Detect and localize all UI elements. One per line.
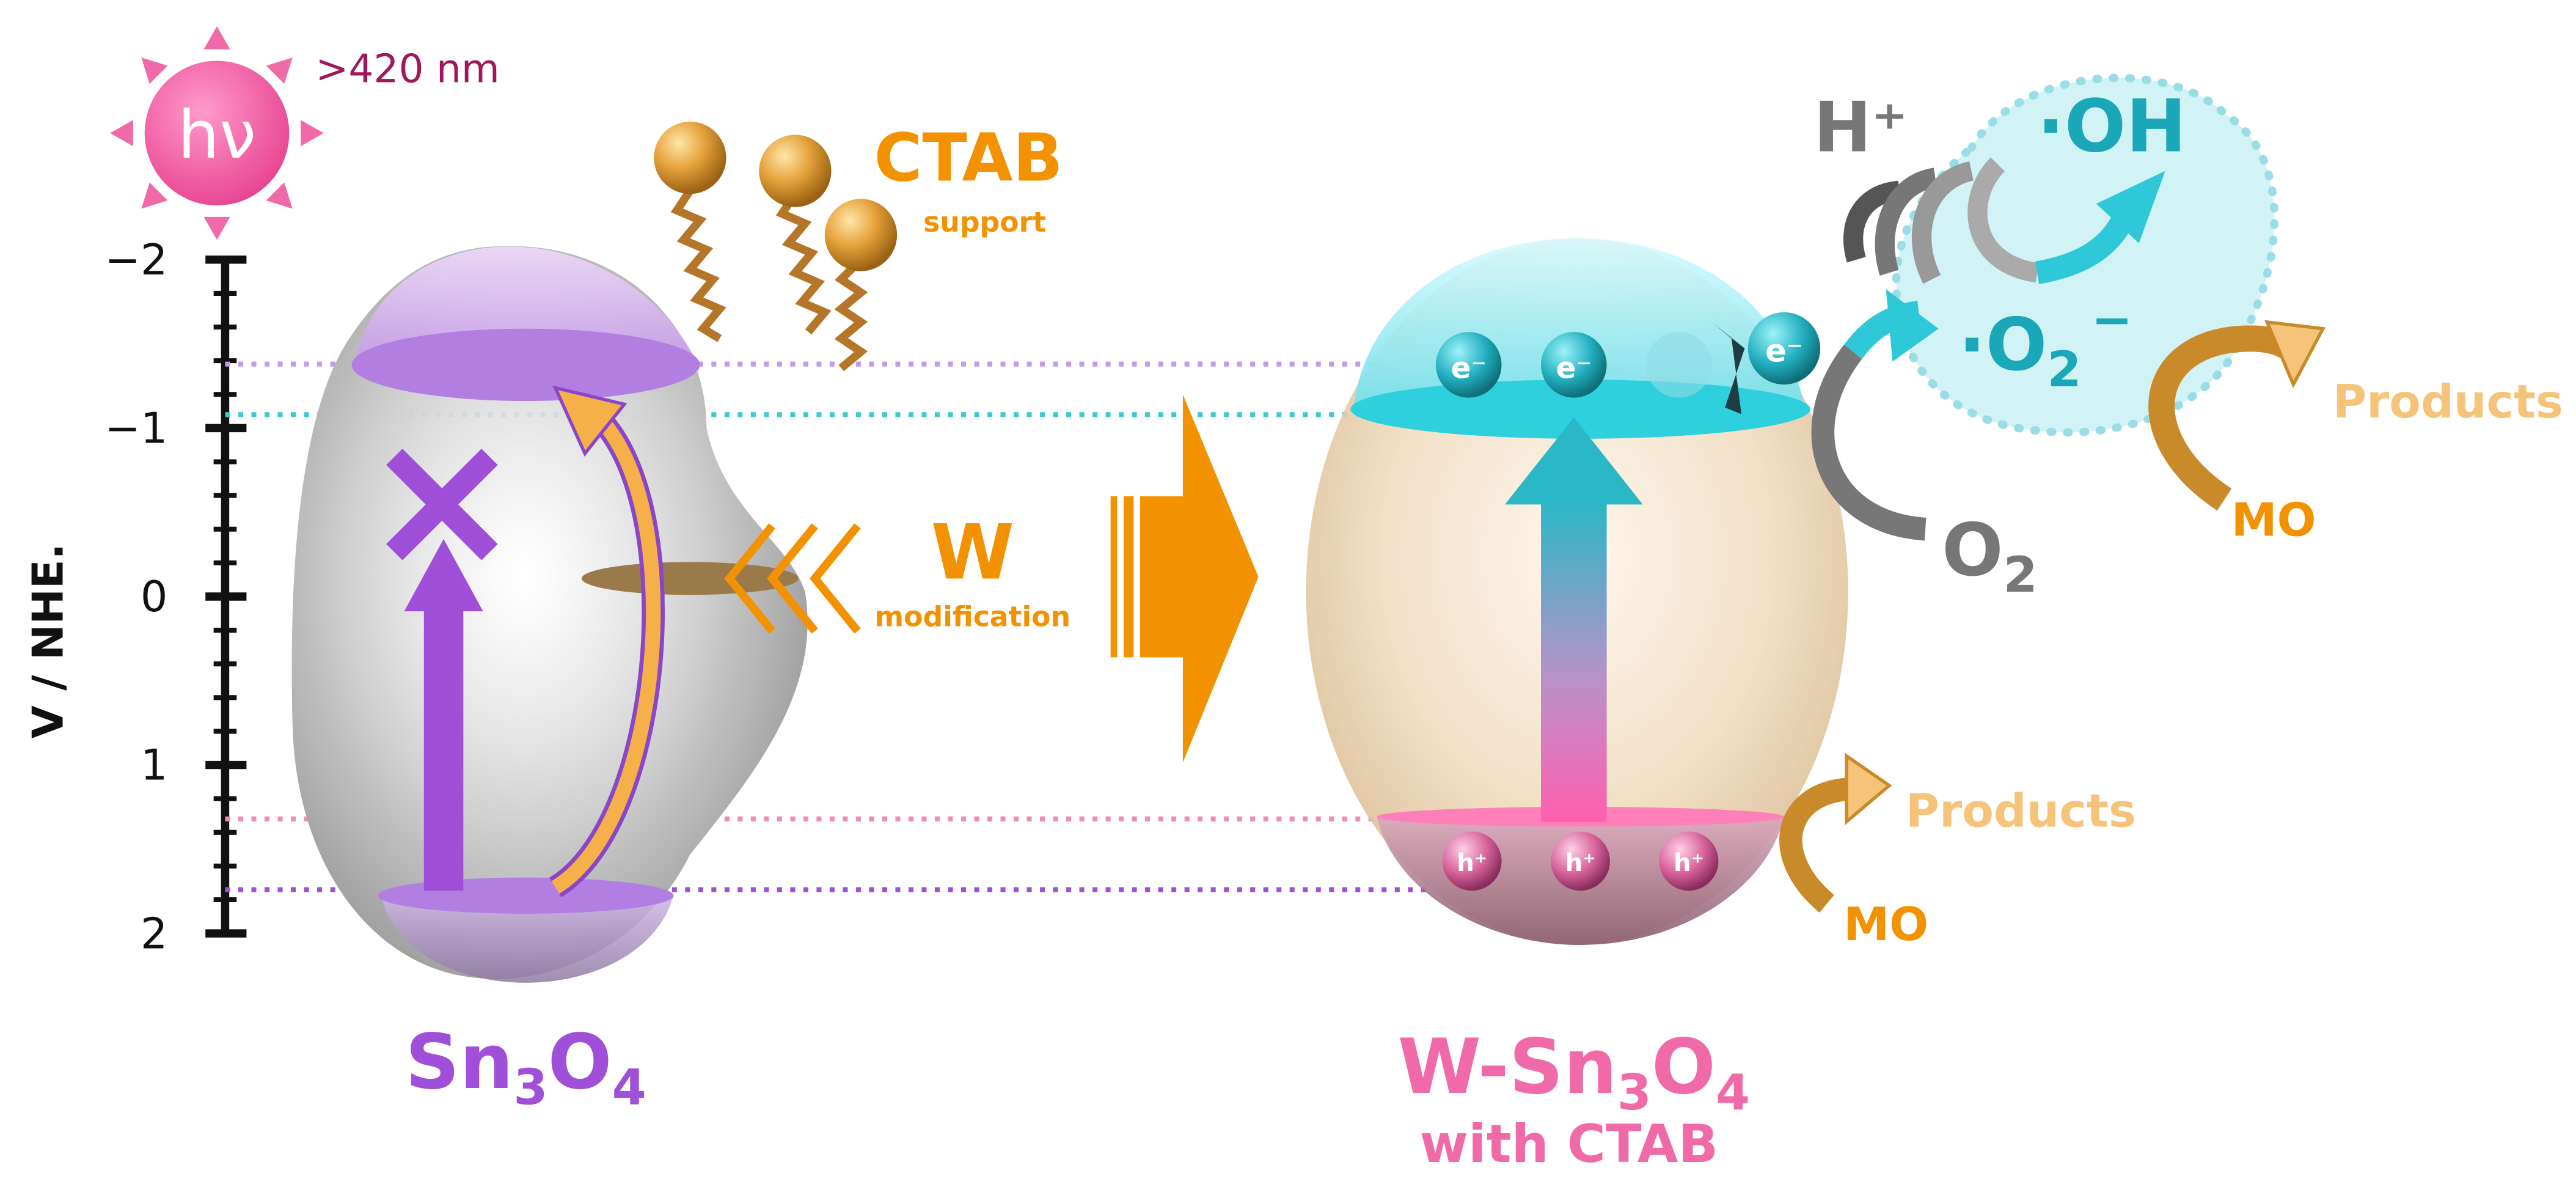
axis-tick-label: −1 <box>104 404 167 454</box>
sn3o4-label: Sn3O4 <box>405 1018 646 1117</box>
ctab-molecules <box>654 121 898 372</box>
light-symbol: hν <box>178 97 256 174</box>
axis-tick-label: 2 <box>141 909 167 958</box>
w-subtitle: modification <box>875 600 1071 633</box>
electron: e⁻ <box>1541 332 1607 398</box>
sn3o4-bottom-cap <box>381 895 674 983</box>
svg-text:h⁺: h⁺ <box>1565 848 1596 877</box>
transformation-arrow <box>1110 394 1259 763</box>
axis-tick-label: 1 <box>141 741 167 790</box>
light-source: hν >420 nm <box>110 26 500 240</box>
sn3o4-cb-disc <box>351 328 700 402</box>
svg-text:h⁺: h⁺ <box>1457 848 1487 877</box>
sn3o4-w-level-disc <box>581 562 799 595</box>
hplus-label: H⁺ <box>1813 87 1908 167</box>
excitation-arrow <box>1504 417 1643 822</box>
mo-top-label: MO <box>2231 493 2316 546</box>
hole: h⁺ <box>1551 831 1610 891</box>
w-sn3o4-subtitle: with CTAB <box>1420 1114 1719 1175</box>
hole: h⁺ <box>1442 831 1502 891</box>
electron: e⁻ <box>1747 312 1821 385</box>
superoxide-label: ·O2− <box>1958 292 2132 399</box>
w-sn3o4-particle: e⁻ e⁻ e⁻ h⁺ h⁺ h⁺ <box>1306 238 1848 945</box>
o2-label: O2 <box>1942 508 2038 604</box>
electron-motion-arrow-icon <box>1711 322 1745 414</box>
svg-text:e⁻: e⁻ <box>1556 351 1592 385</box>
electron-ghost <box>1646 332 1712 398</box>
sn3o4-particle <box>291 246 808 983</box>
potential-axis: −2 −1 0 1 2 V / NHE. <box>23 235 247 958</box>
axis-tick-label: 0 <box>141 572 167 622</box>
electron: e⁻ <box>1435 332 1502 398</box>
o2-reduction-arrow <box>1811 289 1939 541</box>
ctab-head <box>759 134 832 207</box>
w-sn3o4-label: W-Sn3O4 <box>1397 1023 1750 1122</box>
ctab-head <box>654 121 726 194</box>
sn3o4-body <box>291 246 808 979</box>
blocked-excitation-arrow <box>404 538 483 891</box>
ctab-title: CTAB <box>874 120 1063 197</box>
wavelength-label: >420 nm <box>315 46 499 92</box>
sun-icon <box>110 26 324 240</box>
svg-text:h⁺: h⁺ <box>1674 848 1704 877</box>
oh-formation-arrow <box>2035 171 2165 284</box>
axis-tick-label: −2 <box>104 235 167 285</box>
products-top-label: Products <box>2333 375 2563 428</box>
hole: h⁺ <box>1659 831 1719 891</box>
w-chevrons-icon <box>724 523 861 634</box>
sn3o4-vb-disc <box>378 877 674 914</box>
minor-ticks <box>213 290 237 903</box>
curved-excitation-arrow <box>549 385 665 897</box>
hplus-curve-arrows <box>1843 157 2039 284</box>
blocked-cross-icon <box>386 449 498 560</box>
w-title: W <box>931 509 1014 597</box>
svg-text:e⁻: e⁻ <box>1451 351 1487 385</box>
mo-degradation-arrow-bottom <box>1779 752 1892 913</box>
axis-label: V / NHE. <box>23 543 73 739</box>
mo-degradation-arrow-top <box>2148 320 2326 511</box>
products-bottom-label: Products <box>1906 784 2136 837</box>
ctab-head <box>824 199 898 271</box>
ctab-subtitle: support <box>923 206 1046 238</box>
mo-bottom-label: MO <box>1843 897 1928 951</box>
svg-text:e⁻: e⁻ <box>1765 333 1803 369</box>
major-ticks: −2 −1 0 1 2 <box>104 235 247 958</box>
oh-radical-label: ·OH <box>2037 84 2186 168</box>
